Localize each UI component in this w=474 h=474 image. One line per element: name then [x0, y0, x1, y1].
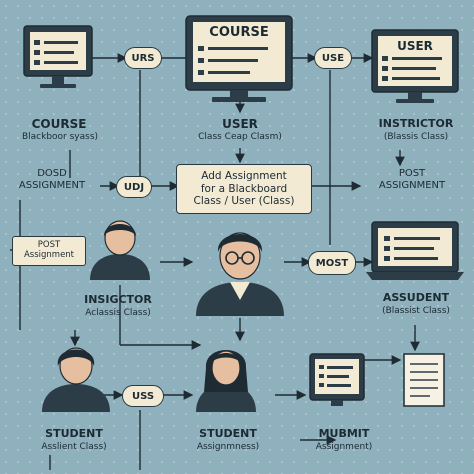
add-assignment-text: Add Assignment for a Blackboard Class / …	[193, 170, 295, 208]
connector-use: USE	[314, 47, 352, 69]
connector-udj: UDJ	[116, 176, 152, 198]
dosd-assignment-label: DOSD ASSIGNMENT	[18, 168, 86, 191]
monitor-course-left-icon	[23, 25, 93, 88]
connector-uss: USS	[122, 385, 164, 407]
post-assignment-left-text: POST Assignment	[23, 240, 75, 260]
user-right-screen-label: USER	[397, 39, 433, 53]
course-top-label: COURSE	[209, 25, 269, 40]
person-student-center-icon	[196, 350, 256, 412]
person-instructor-glasses-icon	[196, 232, 284, 316]
post-assignment-right-label: POST ASSIGNMENT	[378, 168, 446, 191]
student-left-subtitle: Asslient Class)	[41, 442, 107, 452]
mubmit-title: MUBMIT	[318, 427, 370, 440]
post-assignment-left-box: POST Assignment	[12, 236, 86, 266]
assudent-title: ASSUDENT	[382, 291, 450, 304]
instrictor-title: INSTRICTOR	[378, 117, 454, 130]
student-center-subtitle: Assignmness)	[196, 442, 260, 452]
insigctor-subtitle: Aclassis Class)	[85, 308, 151, 318]
student-center-title: STUDENT	[199, 427, 257, 440]
monitor-course-center-icon	[185, 15, 293, 102]
instrictor-subtitle: (Blassis Class)	[383, 132, 449, 142]
connector-urs: URS	[124, 47, 162, 69]
insigctor-title: INSIGCTOR	[84, 293, 152, 306]
assudent-subtitle: (Blassist Class)	[382, 306, 450, 316]
document-icon	[403, 353, 445, 407]
add-assignment-box: Add Assignment for a Blackboard Class / …	[176, 164, 312, 214]
monitor-user-right-icon	[371, 29, 459, 103]
connector-most: MOST	[308, 251, 356, 275]
mubmit-subtitle: Assignment)	[315, 442, 373, 452]
person-insigctor-icon	[90, 220, 150, 280]
course-left-title: COURSE	[31, 117, 87, 131]
laptop-assudent-icon	[366, 221, 464, 280]
user-center-title: USER	[222, 117, 258, 131]
person-student-left-icon	[42, 347, 110, 412]
student-left-title: STUDENT	[45, 427, 103, 440]
course-left-subtitle: Blackboor syass)	[21, 132, 99, 142]
monitor-submit-icon	[309, 353, 365, 406]
user-center-subtitle: Class Ceap Clasm)	[198, 132, 282, 142]
